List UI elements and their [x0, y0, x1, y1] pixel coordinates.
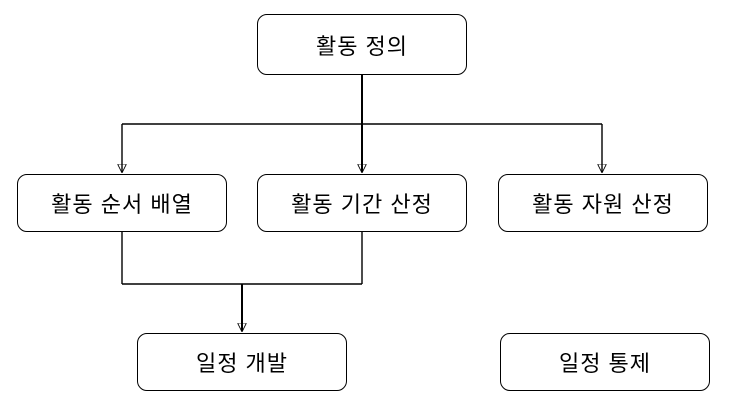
node-schedule-control-label: 일정 통제 [558, 351, 652, 376]
node-activity-definition-label: 활동 정의 [315, 33, 409, 59]
node-activity-definition: 활동 정의 [257, 14, 467, 75]
node-activity-sequencing-label: 활동 순서 배열 [51, 192, 193, 217]
node-schedule-development-label: 일정 개발 [195, 351, 289, 376]
node-activity-sequencing: 활동 순서 배열 [17, 174, 227, 232]
node-activity-duration-estimating: 활동 기간 산정 [257, 174, 467, 232]
node-schedule-development: 일정 개발 [137, 333, 347, 391]
node-activity-duration-estimating-label: 활동 기간 산정 [291, 192, 433, 217]
node-activity-resource-estimating: 활동 자원 산정 [498, 174, 708, 232]
node-schedule-control: 일정 통제 [500, 333, 710, 391]
node-activity-resource-estimating-label: 활동 자원 산정 [532, 192, 674, 217]
